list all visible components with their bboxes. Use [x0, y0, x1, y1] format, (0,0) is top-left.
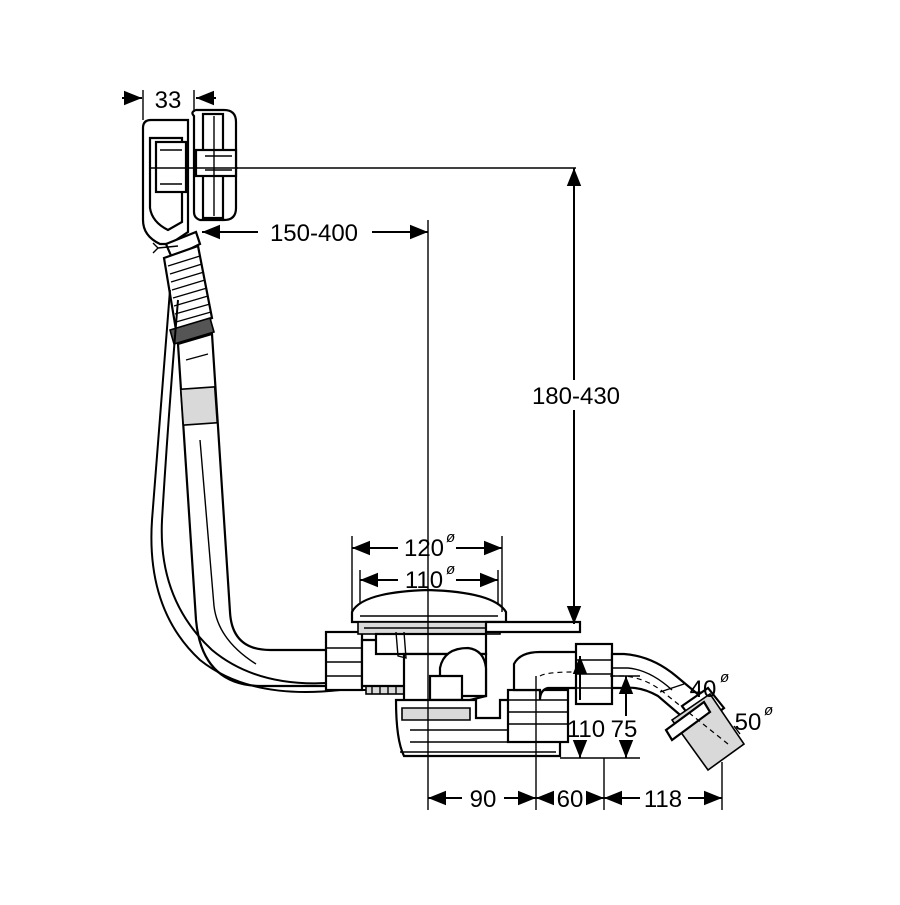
pipe-large-label: 50	[735, 709, 762, 736]
dimension-labels: 33 150-400 180-430 120 ø 110 ø 110 75 90…	[155, 87, 774, 813]
height-range-label: 180-430	[532, 383, 620, 410]
overflow-pipe	[176, 332, 332, 688]
overflow-offset-label: 150-400	[270, 220, 358, 247]
inner-diameter-symbol: ø	[446, 561, 455, 578]
pipe-small-symbol: ø	[720, 669, 729, 686]
outlet-elbow	[610, 652, 746, 772]
waste-body	[350, 588, 582, 714]
horizontal-c-label: 118	[644, 786, 682, 813]
pipe-small-label: 40	[690, 676, 717, 703]
right-union-nut	[574, 642, 614, 706]
outer-diameter-label: 120	[404, 535, 444, 562]
outlet-riser	[506, 650, 582, 744]
overflow-head	[141, 108, 238, 246]
flexible-connector	[152, 230, 215, 345]
trap-height-label: 75	[611, 716, 638, 743]
outlet-height-label: 110	[567, 716, 605, 743]
outer-diameter-symbol: ø	[446, 529, 455, 546]
horizontal-a-label: 90	[470, 786, 497, 813]
dimension-lines	[122, 90, 741, 810]
overflow-width-label: 33	[155, 87, 182, 114]
inner-diameter-label: 110	[405, 567, 443, 594]
pipe-large-symbol: ø	[764, 702, 773, 719]
horizontal-b-label: 60	[557, 786, 584, 813]
